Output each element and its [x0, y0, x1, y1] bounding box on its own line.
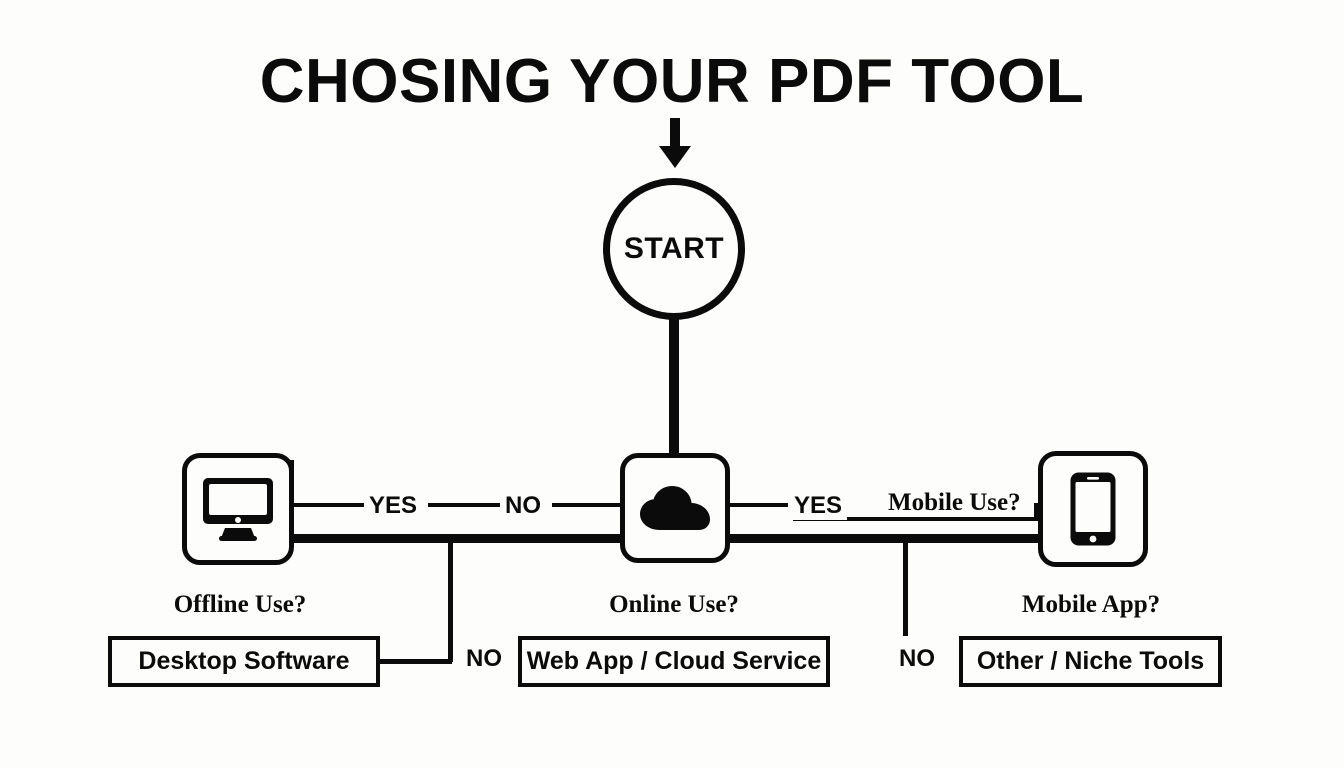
node-desktop-icon-box[interactable]: [182, 453, 294, 565]
decision-line-left-a: [292, 503, 364, 507]
result-box-web-app[interactable]: Web App / Cloud Service: [518, 636, 830, 687]
connector-desktop-vertical: [448, 540, 453, 662]
edge-label-mobile-use: Mobile Use?: [888, 489, 1021, 517]
decision-line-left-b: [428, 503, 500, 507]
trunk-horizontal-left: [286, 534, 626, 543]
page-title: CHOSING YOUR PDF TOOL: [259, 47, 1085, 116]
decision-line-right-underline: [793, 517, 1038, 521]
result-box-desktop-software[interactable]: Desktop Software: [108, 636, 380, 687]
decision-line-right-a: [728, 503, 788, 507]
desktop-monitor-icon: [203, 478, 273, 541]
edge-label-left-yes: YES: [364, 492, 423, 520]
result-label-desktop-software: Desktop Software: [138, 647, 350, 675]
decision-line-right-tick: [1034, 503, 1038, 521]
edge-label-left-no: NO: [500, 492, 546, 520]
connector-desktop-horizontal: [378, 659, 452, 664]
question-offline-use: Offline Use?: [173, 591, 307, 618]
arrow-down-icon: [659, 118, 691, 168]
result-label-web-app: Web App / Cloud Service: [526, 647, 822, 675]
trunk-vertical-start-to-cloud: [669, 318, 679, 458]
result-box-other-niche[interactable]: Other / Niche Tools: [959, 636, 1222, 687]
node-mobile-icon-box[interactable]: [1038, 451, 1148, 567]
question-mobile-app: Mobile App?: [1021, 591, 1161, 618]
question-online-use: Online Use?: [609, 591, 739, 618]
cloud-icon: [640, 486, 710, 530]
connector-mobile-vertical: [903, 540, 908, 636]
node-cloud-icon-box[interactable]: [620, 453, 730, 563]
start-node: START: [603, 178, 745, 320]
start-label: START: [623, 232, 725, 265]
decision-line-left-c: [552, 503, 622, 507]
edge-label-desktop-no: NO: [461, 645, 507, 673]
trunk-horizontal-right: [724, 534, 1042, 543]
result-label-other-niche: Other / Niche Tools: [976, 647, 1205, 675]
edge-label-mobile-no: NO: [894, 645, 940, 673]
smartphone-icon: [1070, 472, 1116, 546]
edge-label-right-yes: YES: [789, 492, 848, 520]
